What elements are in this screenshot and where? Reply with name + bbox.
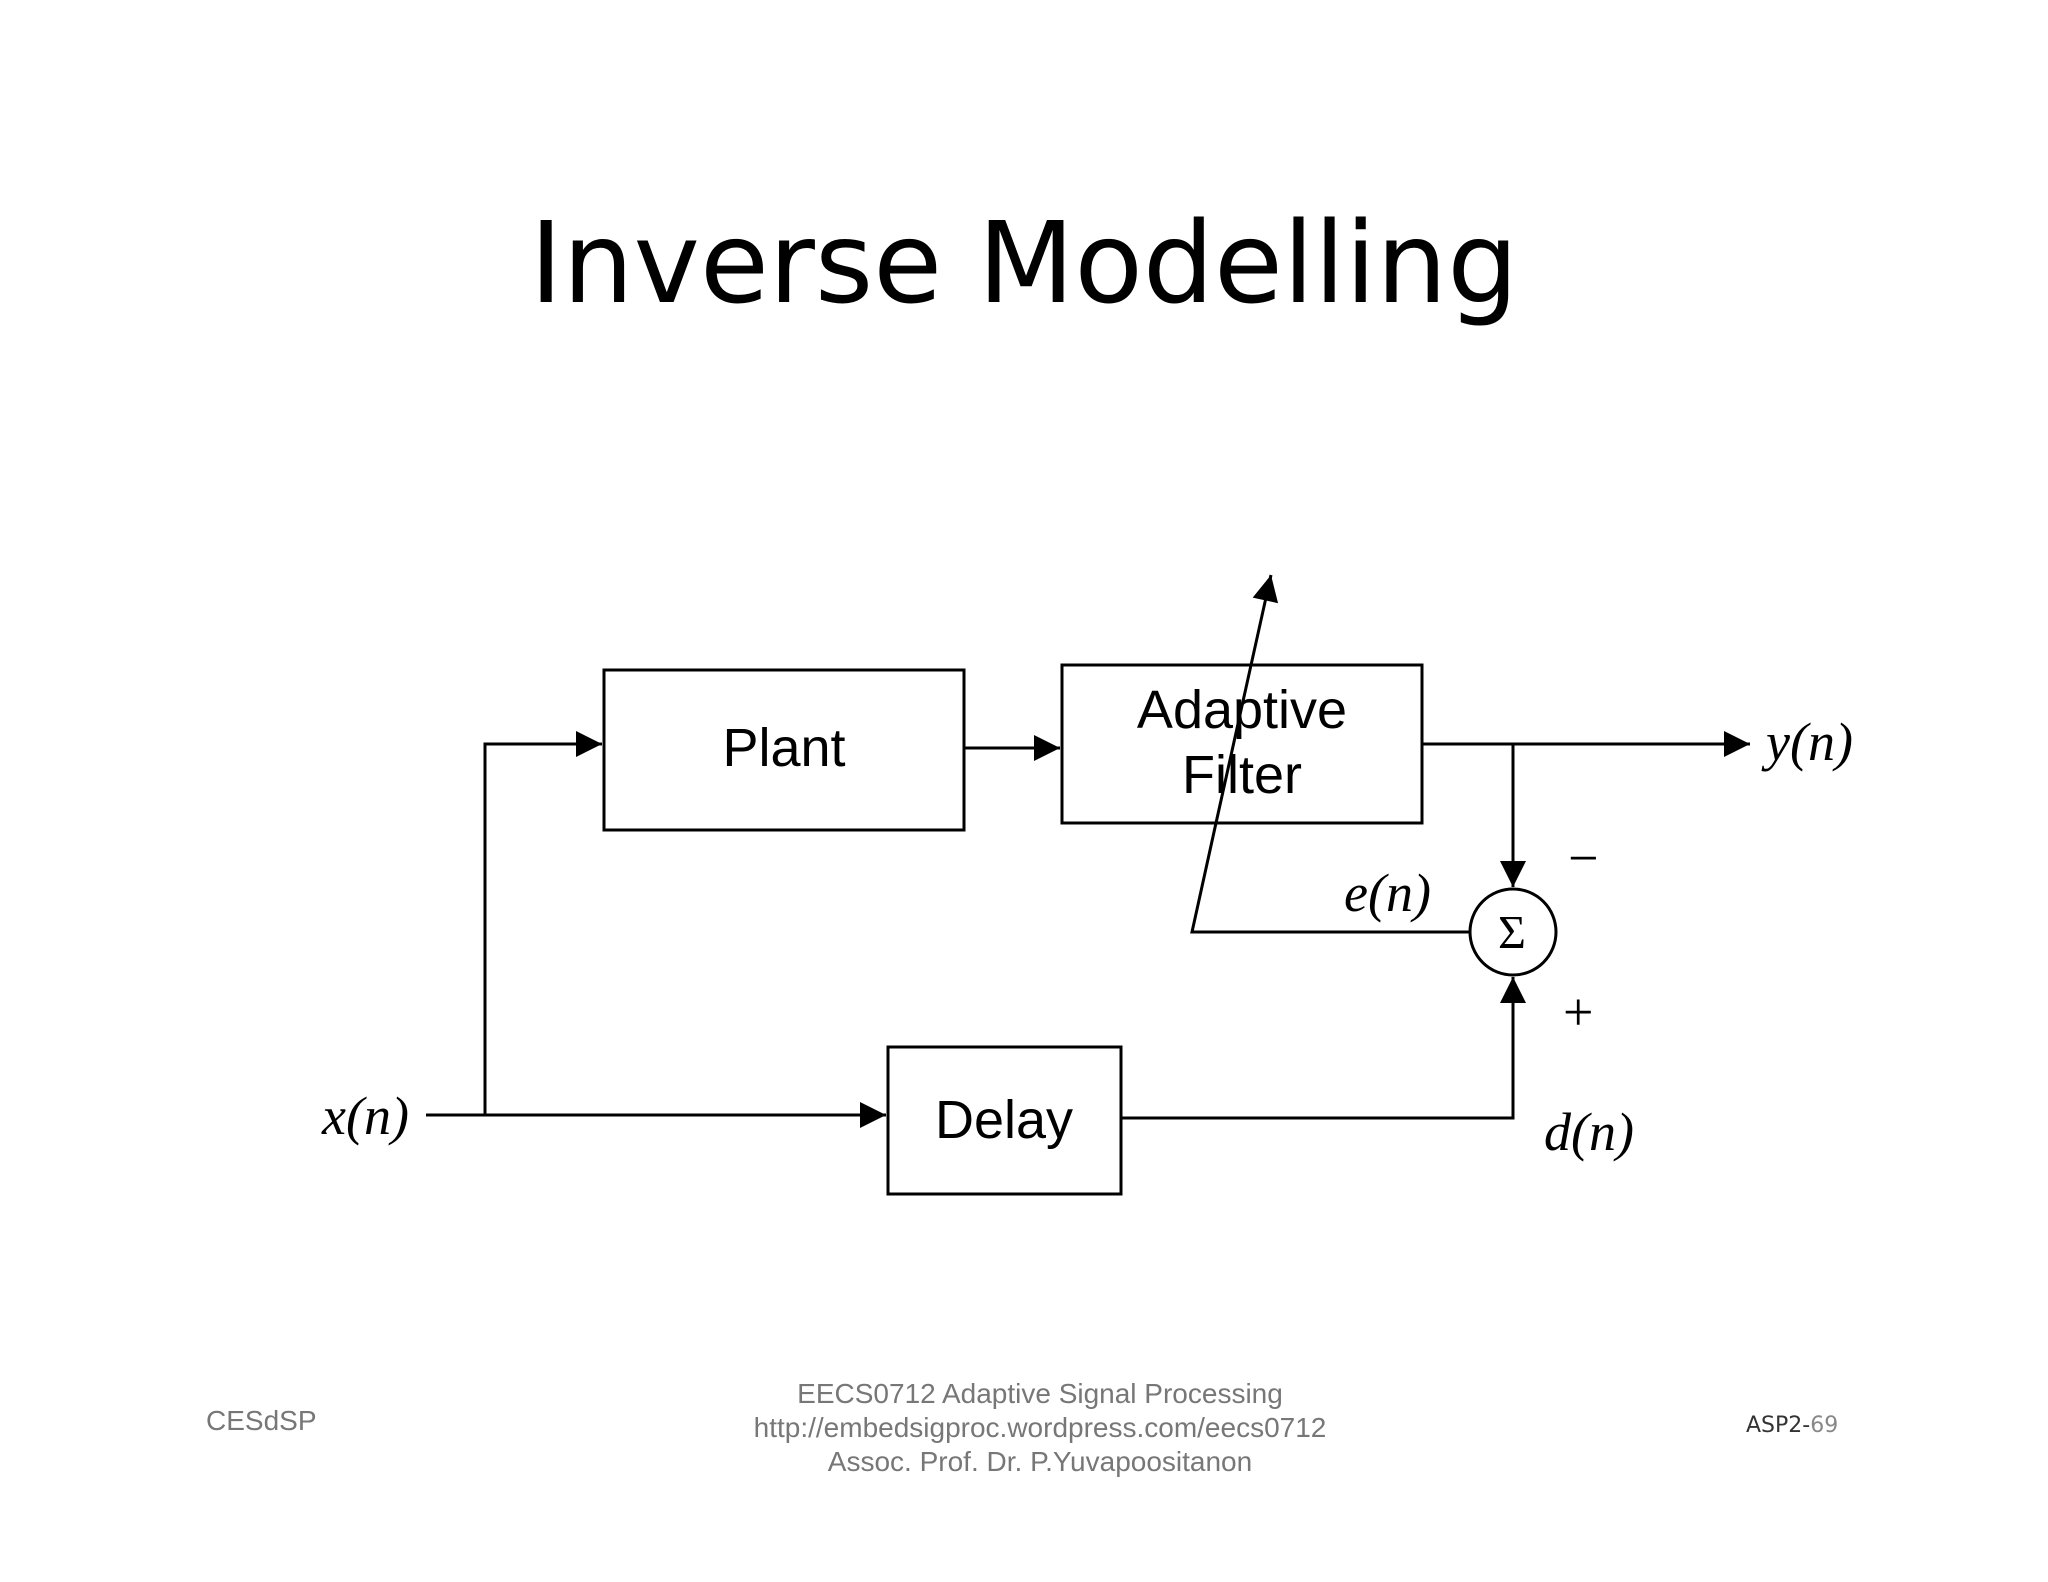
plant-label: Plant bbox=[722, 718, 845, 778]
desired-to-summer-arrow bbox=[1121, 977, 1526, 1120]
delay-label: Delay bbox=[935, 1090, 1073, 1150]
error-feedback-line bbox=[1190, 822, 1470, 934]
plus-sign: + bbox=[1563, 982, 1593, 1042]
summer-sigma: Σ bbox=[1498, 907, 1526, 960]
footer-course-info: EECS0712 Adaptive Signal Processing http… bbox=[640, 1377, 1440, 1479]
minus-sign: − bbox=[1568, 828, 1598, 888]
adaptive-filter-block bbox=[1060, 663, 1424, 825]
input-signal-label: x(n) bbox=[321, 1086, 409, 1146]
plant-block bbox=[602, 668, 966, 832]
adaptation-arrow bbox=[1214, 574, 1279, 824]
plant-input-arrow bbox=[483, 731, 602, 1115]
desired-signal-label: d(n) bbox=[1544, 1102, 1634, 1162]
footer-instructor: Assoc. Prof. Dr. P.Yuvapoositanon bbox=[827, 1446, 1253, 1477]
slide-number-prefix: ASP2- bbox=[1746, 1413, 1811, 1438]
footer-course-url: http://embedsigproc.wordpress.com/eecs07… bbox=[753, 1412, 1327, 1443]
footer-org: CESdSP bbox=[206, 1405, 317, 1436]
slide-title: Inverse Modelling bbox=[529, 199, 1519, 329]
error-signal-label: e(n) bbox=[1344, 863, 1431, 923]
footer-course-title: EECS0712 Adaptive Signal Processing bbox=[797, 1378, 1283, 1409]
adaptive-filter-label-line2: Filter bbox=[1182, 745, 1302, 805]
slide-number: ASP2-69 bbox=[1746, 1413, 1838, 1438]
slide-number-page: 69 bbox=[1810, 1413, 1839, 1438]
output-signal-label: y(n) bbox=[1761, 712, 1853, 772]
delay-block bbox=[886, 1045, 1123, 1196]
